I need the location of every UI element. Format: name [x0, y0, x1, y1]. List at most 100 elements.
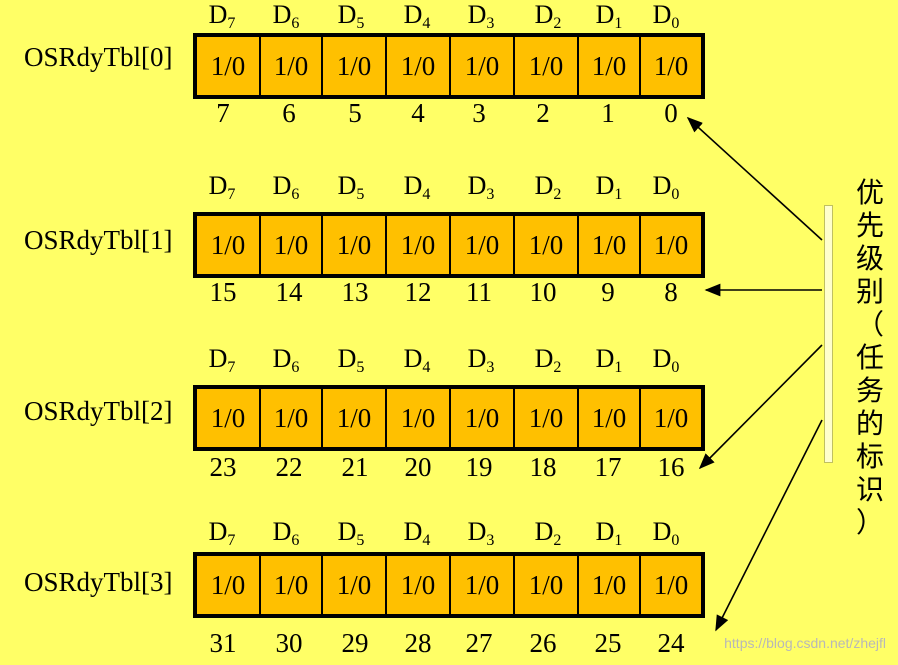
watermark: https://blog.csdn.net/zhejfl [724, 635, 886, 651]
table-label: OSRdyTbl[2] [24, 396, 173, 426]
bit-cell: 1/0 [579, 216, 641, 274]
bit-label: D1 [595, 0, 623, 32]
priority-label: 优先级别（任务的标识） [853, 176, 887, 539]
priority-number: 30 [275, 628, 303, 658]
priority-number: 24 [657, 628, 685, 658]
bit-label: D4 [403, 344, 431, 376]
bit-cell: 1/0 [579, 37, 641, 95]
bit-label: D3 [467, 344, 495, 376]
bit-cell: 1/0 [515, 389, 579, 447]
priority-label-char: （ [855, 308, 884, 341]
bit-label: D1 [595, 171, 623, 203]
bit-cell: 1/0 [197, 216, 261, 274]
priority-number: 29 [341, 628, 369, 658]
arrow-to-bit-24 [715, 419, 823, 632]
bit-label: D6 [272, 344, 300, 376]
bit-label: D0 [652, 344, 680, 376]
bit-label: D0 [652, 0, 680, 32]
priority-number: 21 [341, 452, 369, 482]
bit-label: D7 [208, 0, 236, 32]
table-label: OSRdyTbl[3] [24, 567, 173, 597]
priority-number: 26 [529, 628, 557, 658]
bit-cell: 1/0 [261, 556, 323, 614]
priority-number: 0 [664, 98, 678, 128]
bit-cell: 1/0 [653, 229, 689, 260]
bit-label: D2 [534, 0, 562, 32]
bit-label: D4 [403, 171, 431, 203]
priority-number: 4 [411, 98, 425, 128]
priority-number: 11 [466, 277, 492, 307]
bit-cell: 1/0 [387, 37, 451, 95]
priority-label-char: 优 [855, 176, 884, 209]
priority-number: 8 [664, 277, 678, 307]
bit-cell: 1/0 [323, 389, 387, 447]
priority-number: 18 [529, 452, 557, 482]
bit-label: D3 [467, 0, 495, 32]
bit-cell: 1/0 [323, 556, 387, 614]
priority-number: 14 [275, 277, 303, 307]
priority-number: 10 [529, 277, 557, 307]
bit-cell: 1/0 [653, 50, 689, 81]
priority-number: 2 [536, 98, 550, 128]
bit-label: D6 [272, 0, 300, 32]
priority-number: 17 [594, 452, 622, 482]
bit-label: D1 [595, 517, 623, 549]
priority-number: 16 [657, 452, 685, 482]
priority-number: 19 [465, 452, 493, 482]
bit-label: D2 [534, 171, 562, 203]
priority-number: 20 [404, 452, 432, 482]
bit-cell: 1/0 [261, 37, 323, 95]
priority-label-char: ） [855, 506, 884, 539]
priority-number: 9 [601, 277, 615, 307]
bit-label: D5 [337, 0, 365, 32]
priority-label-char: 级 [855, 242, 884, 275]
bit-label: D3 [467, 171, 495, 203]
bit-cell: 1/0 [579, 556, 641, 614]
priority-number: 28 [404, 628, 432, 658]
bit-label: D1 [595, 344, 623, 376]
bit-cell: 1/0 [451, 556, 515, 614]
bit-label: D5 [337, 171, 365, 203]
priority-number: 22 [275, 452, 303, 482]
bit-label: D6 [272, 171, 300, 203]
arrow-to-bit-16 [698, 344, 823, 470]
bit-cell: 1/0 [323, 216, 387, 274]
bit-cell: 1/0 [515, 556, 579, 614]
bit-cell: 1/0 [323, 37, 387, 95]
priority-label-char: 务 [855, 374, 884, 407]
priority-label-char: 的 [855, 407, 884, 440]
bit-label: D7 [208, 171, 236, 203]
bit-cell: 1/0 [197, 389, 261, 447]
bit-cell: 1/0 [197, 37, 261, 95]
priority-label-char: 别 [855, 275, 884, 308]
priority-label-char: 先 [855, 209, 884, 242]
bit-cell: 1/0 [579, 389, 641, 447]
priority-number: 27 [465, 628, 493, 658]
bit-label: D4 [403, 0, 431, 32]
bit-label: D7 [208, 344, 236, 376]
bit-label: D4 [403, 517, 431, 549]
priority-number: 7 [216, 98, 230, 128]
bit-label: D0 [652, 171, 680, 203]
priority-number: 6 [282, 98, 296, 128]
table-label: OSRdyTbl[0] [24, 42, 173, 72]
bit-cell: 1/0 [261, 389, 323, 447]
bit-cell: 1/0 [387, 389, 451, 447]
priority-number: 31 [209, 628, 237, 658]
bit-label: D3 [467, 517, 495, 549]
priority-label-char: 任 [855, 341, 884, 374]
priority-bracket [824, 205, 833, 463]
bit-cell: 1/0 [451, 389, 515, 447]
priority-number: 13 [341, 277, 369, 307]
bit-label: D2 [534, 517, 562, 549]
priority-number: 23 [209, 452, 237, 482]
bit-cell: 1/0 [653, 569, 689, 600]
bit-label: D0 [652, 517, 680, 549]
bit-label: D2 [534, 344, 562, 376]
bit-cell: 1/0 [451, 216, 515, 274]
